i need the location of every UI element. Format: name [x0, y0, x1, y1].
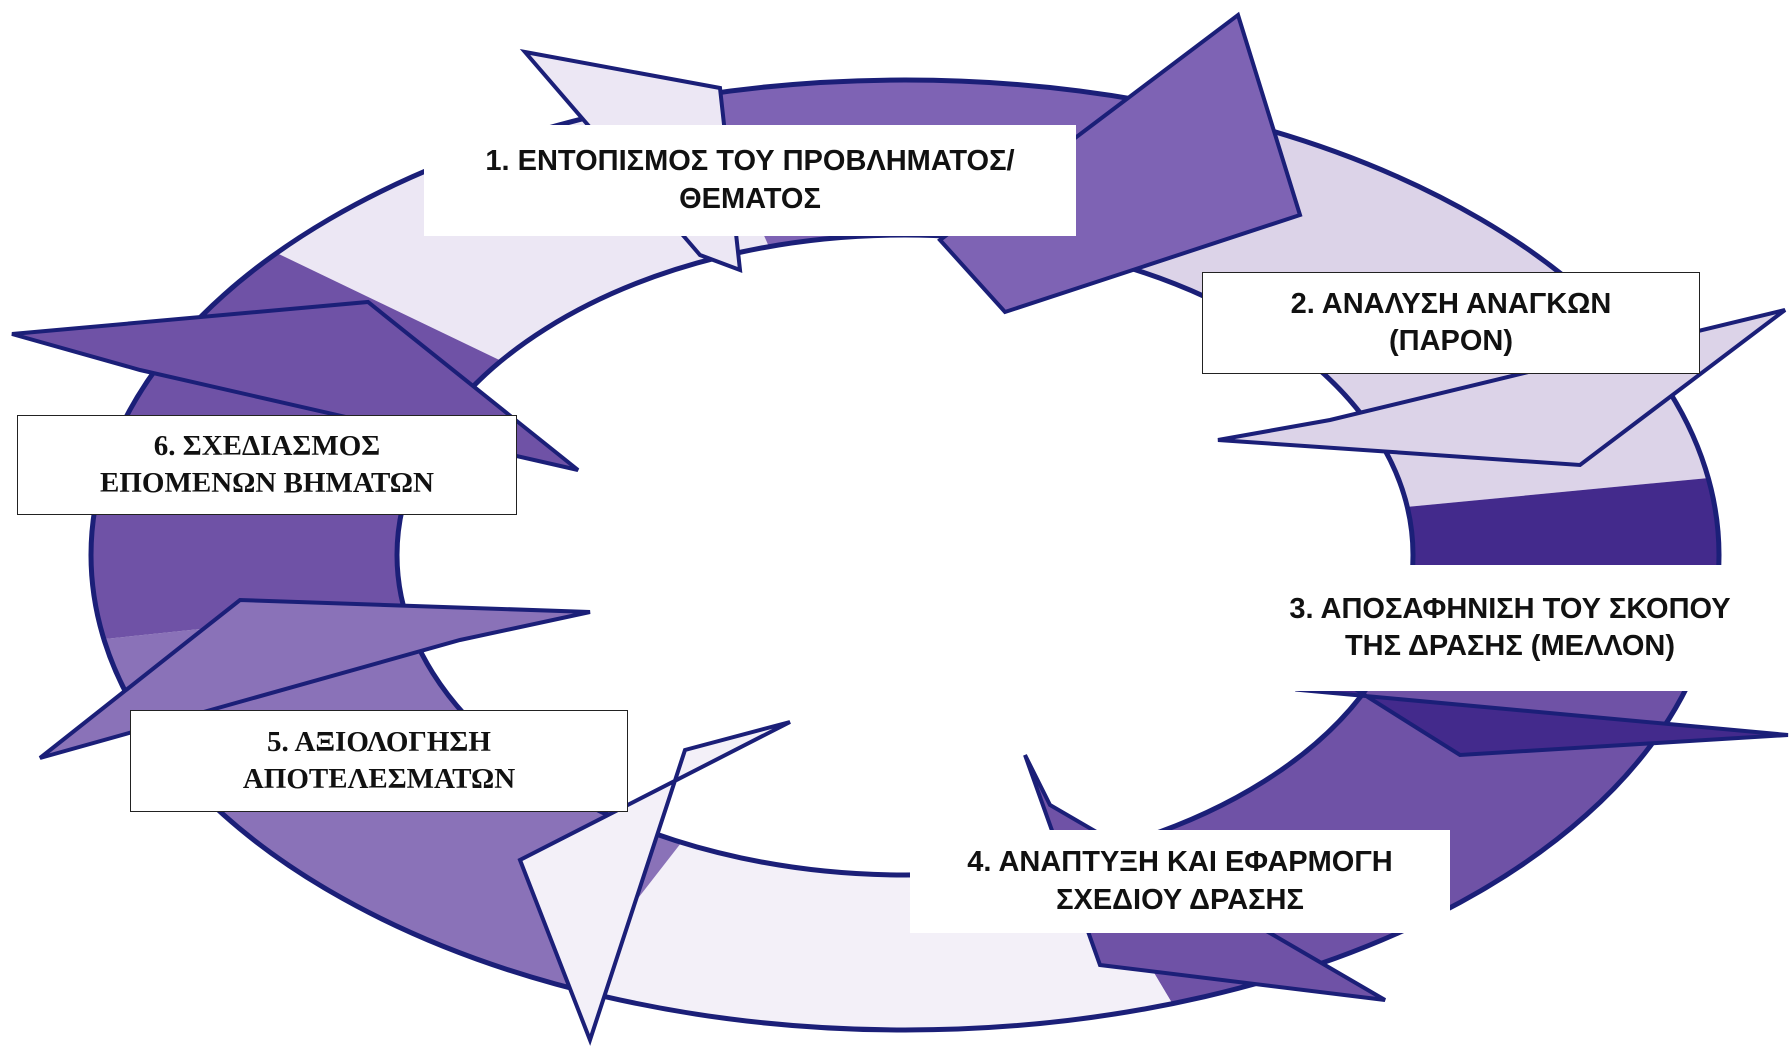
arrow-head-bottom-left [517, 720, 791, 1046]
ring-outer-outline [88, 77, 1722, 1033]
step-3-label: 3. ΑΠΟΣΑΦΗΝΙΣΗ ΤΟΥ ΣΚΟΠΟΥ ΤΗΣ ΔΡΑΣΗΣ (ΜΕ… [1250, 565, 1770, 691]
step-5-label: 5. ΑΞΙΟΛΟΓΗΣΗ ΑΠΟΤΕΛΕΣΜΑΤΩΝ [130, 710, 628, 812]
step-4-label: 4. ΑΝΑΠΤΥΞΗ ΚΑΙ ΕΦΑΡΜΟΓΗ ΣΧΕΔΙΟΥ ΔΡΑΣΗΣ [910, 830, 1450, 933]
step-1-label: 1. ΕΝΤΟΠΙΣΜΟΣ ΤΟΥ ΠΡΟΒΛΗΜΑΤΟΣ/ ΘΕΜΑΤΟΣ [424, 125, 1076, 236]
step-2-label: 2. ΑΝΑΛΥΣΗ ΑΝΑΓΚΩΝ (ΠΑΡΟΝ) [1202, 272, 1700, 374]
step-6-label: 6. ΣΧΕΔΙΑΣΜΟΣ ΕΠΟΜΕΝΩΝ ΒΗΜΑΤΩΝ [17, 415, 517, 515]
